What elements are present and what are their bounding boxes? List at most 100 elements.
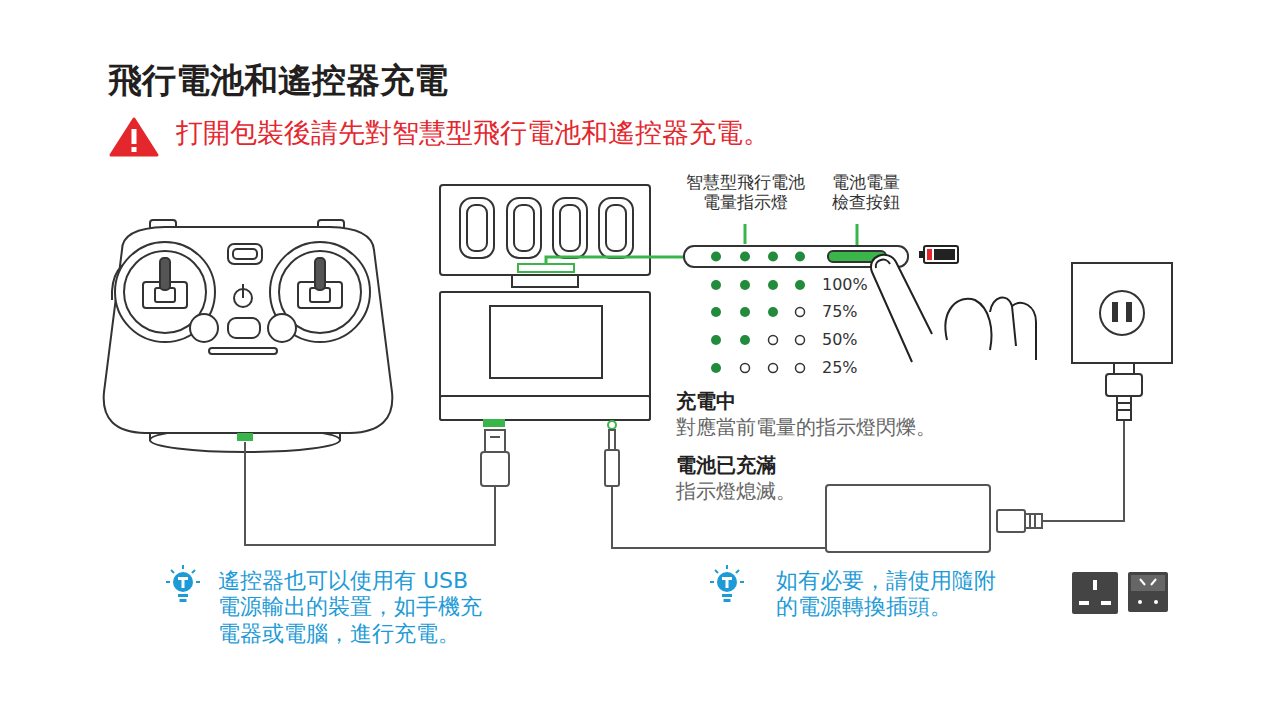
- flight-battery: [560, 205, 580, 251]
- flight-battery: [512, 275, 578, 287]
- remote-controller: [242, 284, 244, 298]
- level-percent: 75%: [822, 302, 858, 321]
- tip-icon: [717, 572, 737, 592]
- flight-battery: [553, 198, 587, 258]
- remote-controller: [209, 348, 277, 354]
- tip-icon: [178, 594, 188, 597]
- wall-outlet: [1113, 362, 1115, 374]
- wall-outlet: [1117, 396, 1131, 420]
- level-percent: 50%: [822, 330, 858, 349]
- tip-icon: [166, 581, 170, 583]
- led-level-dots: [711, 307, 721, 317]
- power-adapter: [605, 420, 1124, 552]
- wall-outlet: [1133, 362, 1135, 374]
- plug-adapter-icon: [1128, 572, 1168, 612]
- flight-battery: [606, 205, 626, 251]
- led-level-dots: [741, 364, 750, 373]
- flight-battery: [518, 264, 574, 272]
- warning-text: 打開包裝後請先對智慧型飛行電池和遙控器充電。: [176, 117, 770, 149]
- tip-icon: [736, 570, 739, 573]
- state-note: 對應當前電量的指示燈閃爍。: [676, 415, 936, 439]
- tip-icon: [182, 577, 185, 588]
- page-title: 飛行電池和遙控器充電: [108, 60, 448, 101]
- power-adapter: [1029, 514, 1031, 528]
- battery-level-icon: [924, 246, 958, 263]
- level-percent: 25%: [822, 358, 858, 377]
- led-level-dots: [711, 335, 721, 345]
- remote-controller: [228, 244, 262, 264]
- tip-icon: [726, 577, 729, 588]
- usb-cable: [485, 430, 505, 452]
- tip-icon: [722, 594, 732, 597]
- flight-battery: [599, 198, 633, 258]
- hand: [876, 260, 890, 268]
- hand: [871, 255, 1036, 362]
- remote-controller: [228, 318, 260, 338]
- charging-hub: [490, 306, 602, 378]
- tip-icon: [182, 565, 184, 569]
- warning-icon: [111, 119, 157, 155]
- tip-icon: [192, 570, 195, 573]
- plug-adapter-icon: [1072, 572, 1168, 614]
- battery-level-icon: [919, 251, 924, 258]
- led-level-dots: [711, 280, 805, 373]
- indicator-leader: [856, 224, 859, 248]
- battery-level-icon: [934, 249, 955, 260]
- led-level-dots: [769, 336, 778, 345]
- tip-icon: [171, 570, 174, 573]
- plug-adapter-icon: [1101, 601, 1111, 605]
- tip-icon: [740, 581, 744, 583]
- state-heading: 充電中: [676, 389, 736, 413]
- flight-battery: [440, 185, 650, 287]
- plug-adapter-icon: [1093, 580, 1097, 590]
- flight-battery: [507, 198, 541, 258]
- warning-icon: [132, 129, 137, 144]
- plug-adapter-icon: [1138, 600, 1142, 604]
- led-panel: [711, 252, 721, 262]
- power-adapter: [605, 450, 619, 486]
- led-level-dots: [740, 335, 750, 345]
- charging-hub: [440, 292, 650, 429]
- indicator-label: 智慧型飛行電池 電量指示燈: [680, 172, 810, 213]
- led-level-dots: [711, 363, 721, 373]
- usb-cable: [245, 430, 509, 545]
- led-panel: [795, 252, 805, 262]
- usb-cable: [490, 436, 500, 438]
- hand: [871, 255, 1036, 362]
- button-label: 電池電量 檢查按鈕: [822, 172, 910, 213]
- plug-adapter-icon: [1140, 579, 1145, 585]
- flight-battery: [514, 205, 534, 251]
- indicator-leader: [744, 224, 747, 244]
- tip-icon: [724, 599, 731, 602]
- power-adapter: [826, 485, 990, 552]
- wall-outlet: [1072, 263, 1172, 420]
- led-level-dots: [768, 280, 778, 290]
- tip-icon: [726, 565, 728, 569]
- warning-icon: [132, 147, 137, 152]
- tip-icon: [715, 570, 718, 573]
- power-adapter: [1025, 514, 1042, 528]
- indicator-leader: [546, 257, 684, 264]
- remote-controller: [104, 227, 393, 433]
- battery-level-icon: [919, 246, 958, 263]
- plug-adapter-icon: [1131, 575, 1165, 591]
- charging-hub: [440, 396, 650, 420]
- state-heading: 電池已充滿: [676, 453, 776, 477]
- state-note: 指示燈熄滅。: [676, 479, 796, 503]
- usb-cable: [245, 442, 495, 545]
- charging-hub: [608, 421, 616, 429]
- plug-adapter-icon: [1072, 572, 1118, 614]
- led-level-dots: [768, 307, 778, 317]
- plug-adapter-icon: [1151, 579, 1156, 585]
- hand: [990, 297, 1036, 360]
- remote-controller: [160, 258, 170, 290]
- remote-controller: [233, 249, 257, 259]
- led-level-dots: [740, 307, 750, 317]
- warning-icon: [111, 119, 157, 155]
- tip-text: 遙控器也可以使用有 USB 電源輸出的裝置，如手機充 電器或電腦，進行充電。: [218, 568, 490, 647]
- battery-level-icon: [927, 249, 932, 260]
- remote-controller: [315, 258, 325, 290]
- wall-outlet: [1100, 291, 1144, 335]
